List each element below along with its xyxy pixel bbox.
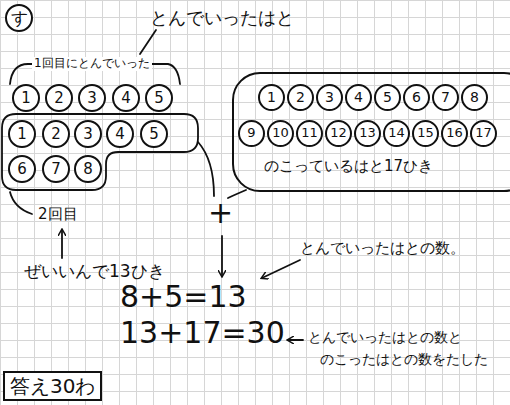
circle-number: 12	[330, 126, 347, 140]
pigeon-circle: 4	[112, 84, 140, 112]
circle-number: 16	[446, 126, 463, 140]
circle-number: 8	[83, 161, 93, 178]
problem-number: す	[5, 4, 33, 32]
circle-number: 2	[296, 90, 305, 105]
circle-number: 3	[325, 90, 334, 105]
pigeon-circle: 9	[238, 120, 265, 147]
pigeon-circle: 8	[74, 155, 102, 183]
handwritten-label: 2回目	[36, 206, 80, 223]
circle-number: 2	[54, 90, 64, 107]
pigeon-circle: 2	[287, 84, 314, 111]
pigeon-circle: 1	[258, 84, 285, 111]
answer-box: 答え30わ	[3, 371, 102, 401]
handwritten-label: 1回目にとんでいった	[32, 57, 152, 71]
handwritten-label: +	[206, 196, 235, 231]
handwritten-label: 13+17=30	[118, 316, 287, 351]
circle-number: 10	[272, 126, 289, 140]
left-arrow	[288, 339, 303, 341]
flown-group-outline	[2, 114, 198, 190]
pigeon-circle: 12	[325, 120, 352, 147]
circle-number: 9	[247, 126, 255, 140]
down-arrow	[221, 236, 223, 276]
leader-line	[140, 30, 156, 54]
pigeon-circle: 11	[296, 120, 323, 147]
pigeon-circle: 13	[354, 120, 381, 147]
handwritten-label: とんでいったはとの数と	[306, 329, 464, 345]
second-time-bracket	[10, 192, 32, 214]
remaining-group: のこっているはと17ひき1234567891011121314151617	[232, 72, 510, 192]
pigeon-circle: 7	[432, 84, 459, 111]
circle-number: 5	[149, 126, 159, 143]
circle-number: 2	[51, 126, 61, 143]
circle-number: 4	[121, 90, 131, 107]
answer-text: 答え30わ	[10, 375, 95, 397]
circle-number: 6	[412, 90, 421, 105]
handwritten-label: とんでいったはと	[148, 8, 296, 29]
pigeon-circle: 10	[267, 120, 294, 147]
pigeon-circle: 8	[461, 84, 488, 111]
pigeon-circle: 1	[8, 120, 36, 148]
circle-number: す	[11, 9, 28, 28]
pigeon-circle: 5	[140, 120, 168, 148]
circle-number: 7	[51, 161, 61, 178]
pigeon-circle: 14	[383, 120, 410, 147]
pigeon-circle: 3	[316, 84, 343, 111]
pigeon-circle: 1	[12, 84, 40, 112]
circle-number: 1	[21, 90, 31, 107]
pigeon-circle: 7	[42, 155, 70, 183]
circle-number: 4	[354, 90, 363, 105]
pigeon-circle: 3	[74, 120, 102, 148]
circle-number: 6	[17, 161, 27, 178]
pigeon-circle: 4	[345, 84, 372, 111]
circle-number: 14	[388, 126, 405, 140]
circle-number: 5	[154, 90, 164, 107]
circle-number: 17	[475, 126, 492, 140]
circle-number: 15	[417, 126, 434, 140]
handwritten-label: 8+5=13	[118, 280, 249, 315]
pigeon-circle: 5	[145, 84, 173, 112]
pigeon-circle: 4	[106, 120, 134, 148]
circle-number: 1	[267, 90, 276, 105]
circle-number: 1	[17, 126, 27, 143]
group-caption: のこっているはと17ひき	[264, 158, 433, 175]
pigeon-circle: 16	[441, 120, 468, 147]
merge-line	[198, 142, 214, 196]
circle-number: 13	[359, 126, 376, 140]
pigeon-circle: 2	[42, 120, 70, 148]
pigeon-circle: 6	[403, 84, 430, 111]
circle-number: 7	[441, 90, 450, 105]
up-arrow	[61, 230, 63, 258]
pigeon-circle: 6	[8, 155, 36, 183]
pigeon-circle: 15	[412, 120, 439, 147]
circle-number: 5	[383, 90, 392, 105]
pigeon-circle: 3	[78, 84, 106, 112]
note-arrow	[262, 260, 300, 278]
pigeon-circle: 5	[374, 84, 401, 111]
circle-number: 4	[115, 126, 125, 143]
circle-number: 8	[470, 90, 479, 105]
pigeon-circle: 2	[45, 84, 73, 112]
handwritten-label: のこったはとの数をたした	[318, 351, 490, 367]
circle-number: 3	[87, 90, 97, 107]
handwritten-label: とんでいったはとの数。	[298, 240, 467, 257]
circle-number: 3	[83, 126, 93, 143]
pigeon-circle: 17	[470, 120, 497, 147]
handwritten-label: ぜいいんで13ひき	[22, 262, 167, 282]
circle-number: 11	[301, 126, 318, 140]
